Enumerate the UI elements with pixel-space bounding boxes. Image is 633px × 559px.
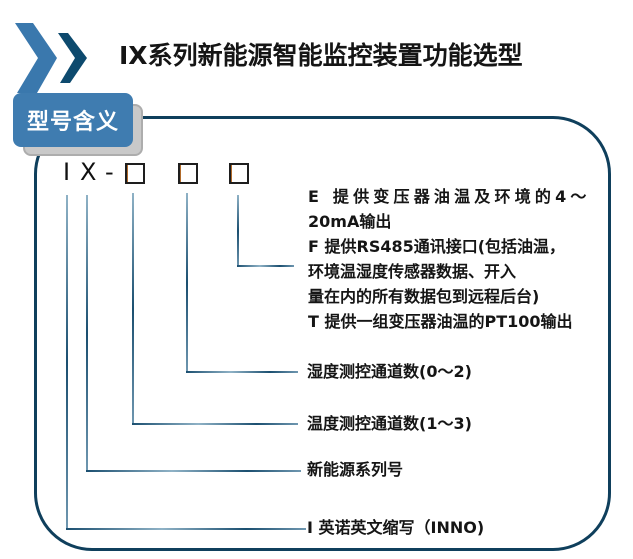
option-desc-line: 量在内的所有数据包到远程后台): [308, 287, 540, 306]
temperature-channels-desc: 温度测控通道数(1～3): [307, 414, 472, 433]
brand-desc: I 英诺英文缩写（INNO): [307, 518, 485, 537]
model-code-dash: -: [105, 158, 114, 186]
option-desc-line: T 提供一组变压器油温的PT100输出: [308, 312, 573, 331]
leader-line-humidity-vertical: [186, 193, 188, 373]
model-code-char-i: I: [63, 158, 71, 186]
leader-line-option-vertical: [237, 195, 239, 267]
series-desc: 新能源系列号: [307, 460, 404, 479]
model-code-placeholder-temperature: □: [125, 163, 145, 184]
leader-line-brand-horizontal: [66, 528, 306, 530]
humidity-channels-desc: 湿度测控通道数(0～2): [307, 362, 472, 381]
leader-line-brand-vertical: [66, 195, 68, 530]
leader-line-humidity-horizontal: [186, 371, 298, 373]
leader-line-temperature-horizontal: [132, 423, 298, 425]
leader-line-series-vertical: [86, 195, 88, 472]
double-chevron-right-icon: [15, 23, 87, 93]
section-label-text: 型号含义: [26, 110, 119, 135]
model-code-placeholder-option: □: [229, 163, 249, 184]
leader-line-series-horizontal: [86, 470, 301, 472]
page-title: IX系列新能源智能监控装置功能选型: [119, 41, 523, 70]
option-desc-line: 环境温湿度传感器数据、开入: [308, 262, 517, 281]
leader-line-temperature-vertical: [132, 193, 134, 425]
diagram-frame: [34, 116, 611, 551]
option-desc-line: F 提供RS485通讯接口(包括油温，: [308, 237, 566, 256]
model-code-placeholder-humidity: □: [178, 163, 198, 184]
leader-line-option-horizontal: [237, 265, 294, 267]
option-desc-line: E 提供变压器油温及环境的4～: [308, 187, 591, 206]
model-code-char-x: X: [80, 158, 97, 186]
option-desc-line: 20mA输出: [308, 212, 392, 231]
section-label: 型号含义: [13, 93, 133, 147]
